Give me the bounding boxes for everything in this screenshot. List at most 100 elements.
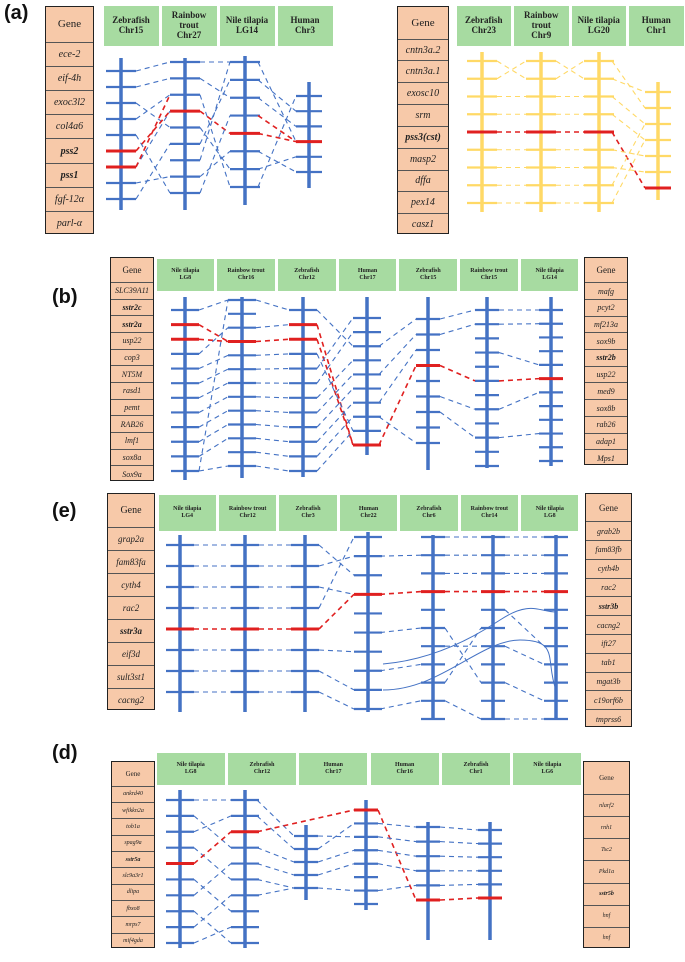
species-header-rainbow-trout-chr27: Rainbow trout Chr27 (161, 6, 217, 46)
gene-label-cacng2: cacng2 (586, 615, 631, 634)
synteny-link-e5 (444, 627, 482, 683)
gene-label-sstr3b: sstr3b (586, 596, 631, 615)
gene-label-adap1: adap1 (585, 432, 627, 450)
gene-label-pcyt2: pcyt2 (585, 298, 627, 316)
panel-label-a: (a) (4, 2, 29, 24)
species-header-nile-tilapia-lg8: Nile tilapia LG8 (156, 259, 215, 291)
species-header-human-chr3: Human Chr3 (277, 6, 333, 46)
gene-label-lmf1: lmf1 (111, 432, 153, 449)
species-header-zebrafish-chr15: Zebrafish Chr15 (103, 6, 159, 46)
synteny-link-b1 (198, 410, 229, 428)
synteny-link-b2 (255, 367, 290, 370)
synteny-link-d5 (439, 841, 479, 845)
synteny-link-b2 (255, 338, 290, 343)
synteny-link-a2 (199, 79, 231, 145)
synteny-link-a1 (135, 102, 171, 128)
synteny-link-d4 (377, 884, 417, 892)
synteny-link-b3 (316, 430, 354, 472)
species-header-zebrafish-chr23: Zebrafish Chr23 (456, 6, 511, 46)
gene-label-mrps7: mrps7 (112, 916, 154, 932)
gene-label-cop3: cop3 (111, 348, 153, 366)
gene-label-slc9a3r1: slc9a3r1 (112, 867, 154, 883)
gene-label-masp2: masp2 (398, 147, 448, 170)
synteny-link-b6 (498, 352, 540, 366)
synteny-link-d1 (193, 894, 232, 928)
synteny-link-d3 (317, 863, 355, 876)
gene-label-cyth4: cyth4 (108, 573, 154, 596)
synteny-link-b6 (498, 377, 540, 382)
synteny-link-a1 (135, 94, 171, 120)
synteny-link-d4 (377, 836, 417, 843)
synteny-link-d3 (317, 822, 355, 850)
gene-label-fam83fb: fam83fb (586, 540, 631, 559)
synteny-link-d2b (256, 809, 355, 833)
synteny-link-ar1 (496, 60, 527, 80)
synteny-link-d1 (193, 831, 232, 865)
synteny-link-b1 (198, 299, 229, 472)
synteny-link-ar3 (611, 113, 646, 141)
gene-label-rab26: rab26 (585, 415, 627, 433)
synteny-link-d3 (317, 849, 355, 863)
synteny-link-a2 (199, 115, 231, 194)
synteny-link-b3 (316, 331, 354, 384)
synteny-link-b4 (378, 365, 417, 446)
synteny-link-d2 (256, 799, 295, 837)
synteny-link-ar2 (555, 60, 585, 80)
gene-label-pex14: pex14 (398, 191, 448, 213)
species-header-zebrafish-chr6: Zebrafish Chr6 (400, 495, 458, 531)
panel-label-e: (e) (52, 500, 77, 522)
synteny-link-a3 (257, 79, 297, 112)
gene-label-col4a6: col4a6 (46, 114, 93, 138)
synteny-link-a1 (135, 94, 171, 168)
gene-label-dffa: dffa (398, 169, 448, 192)
synteny-link-b1 (198, 368, 229, 384)
species-header-human-chr1: Human Chr1 (629, 6, 684, 46)
synteny-link-e4 (379, 663, 422, 672)
gene-label-fam83fa: fam83fa (108, 550, 154, 573)
gene-header: Gene (57, 18, 82, 31)
synteny-link-d4 (377, 809, 417, 901)
panel-label-b: (b) (52, 286, 78, 308)
synteny-link-b1 (198, 382, 229, 399)
gene-label-exosc10: exosc10 (398, 82, 448, 104)
synteny-link-b1 (198, 354, 229, 370)
species-header-human-chr22: Human Chr22 (339, 495, 398, 531)
synteny-link-e3 (318, 593, 355, 630)
synteny-link-b5 (439, 364, 476, 382)
synteny-link-e6 (504, 645, 545, 665)
synteny-link-b2 (255, 396, 290, 399)
gene-label-pss1: pss1 (46, 162, 93, 187)
synteny-link-b2 (255, 410, 290, 414)
gene-label-sstr5b: sstr5b (584, 882, 629, 905)
synteny-link-d1 (193, 847, 232, 880)
gene-label-ift27: ift27 (586, 634, 631, 653)
gene-label-tsc2: Tsc2 (584, 838, 629, 860)
synteny-link-d1 (193, 910, 232, 944)
gene-label-spag9a: spag9a (112, 834, 154, 851)
species-header-zebrafish-chr12: Zebrafish Chr12 (277, 259, 336, 291)
synteny-link-b3 (316, 339, 354, 446)
gene-label-casz1: casz1 (398, 213, 448, 235)
gene-label-sox8a: sox8a (111, 448, 153, 466)
gene-label-sstr5a: sstr5a (112, 851, 154, 867)
synteny-link-a2 (199, 61, 231, 161)
gene-label-cntn3a-2: cntn3a.2 (398, 38, 448, 61)
synteny-link-b1 (198, 396, 229, 413)
synteny-link-e5 (444, 700, 482, 720)
gene-label-slc39a11: SLC39A11 (111, 282, 153, 299)
gene-label-mafg: mafg (585, 282, 627, 299)
gene-label-usp22: usp22 (585, 365, 627, 383)
gene-header: Gene (120, 505, 142, 517)
gene-label-sstr2b: sstr2b (585, 349, 627, 366)
gene-label-fbxo8: fbxo8 (112, 900, 154, 916)
synteny-link-b6 (498, 391, 540, 410)
gene-label-mf213a: mf213a (585, 315, 627, 333)
synteny-link-d1 (193, 879, 232, 912)
synteny-link-b1 (198, 323, 229, 343)
